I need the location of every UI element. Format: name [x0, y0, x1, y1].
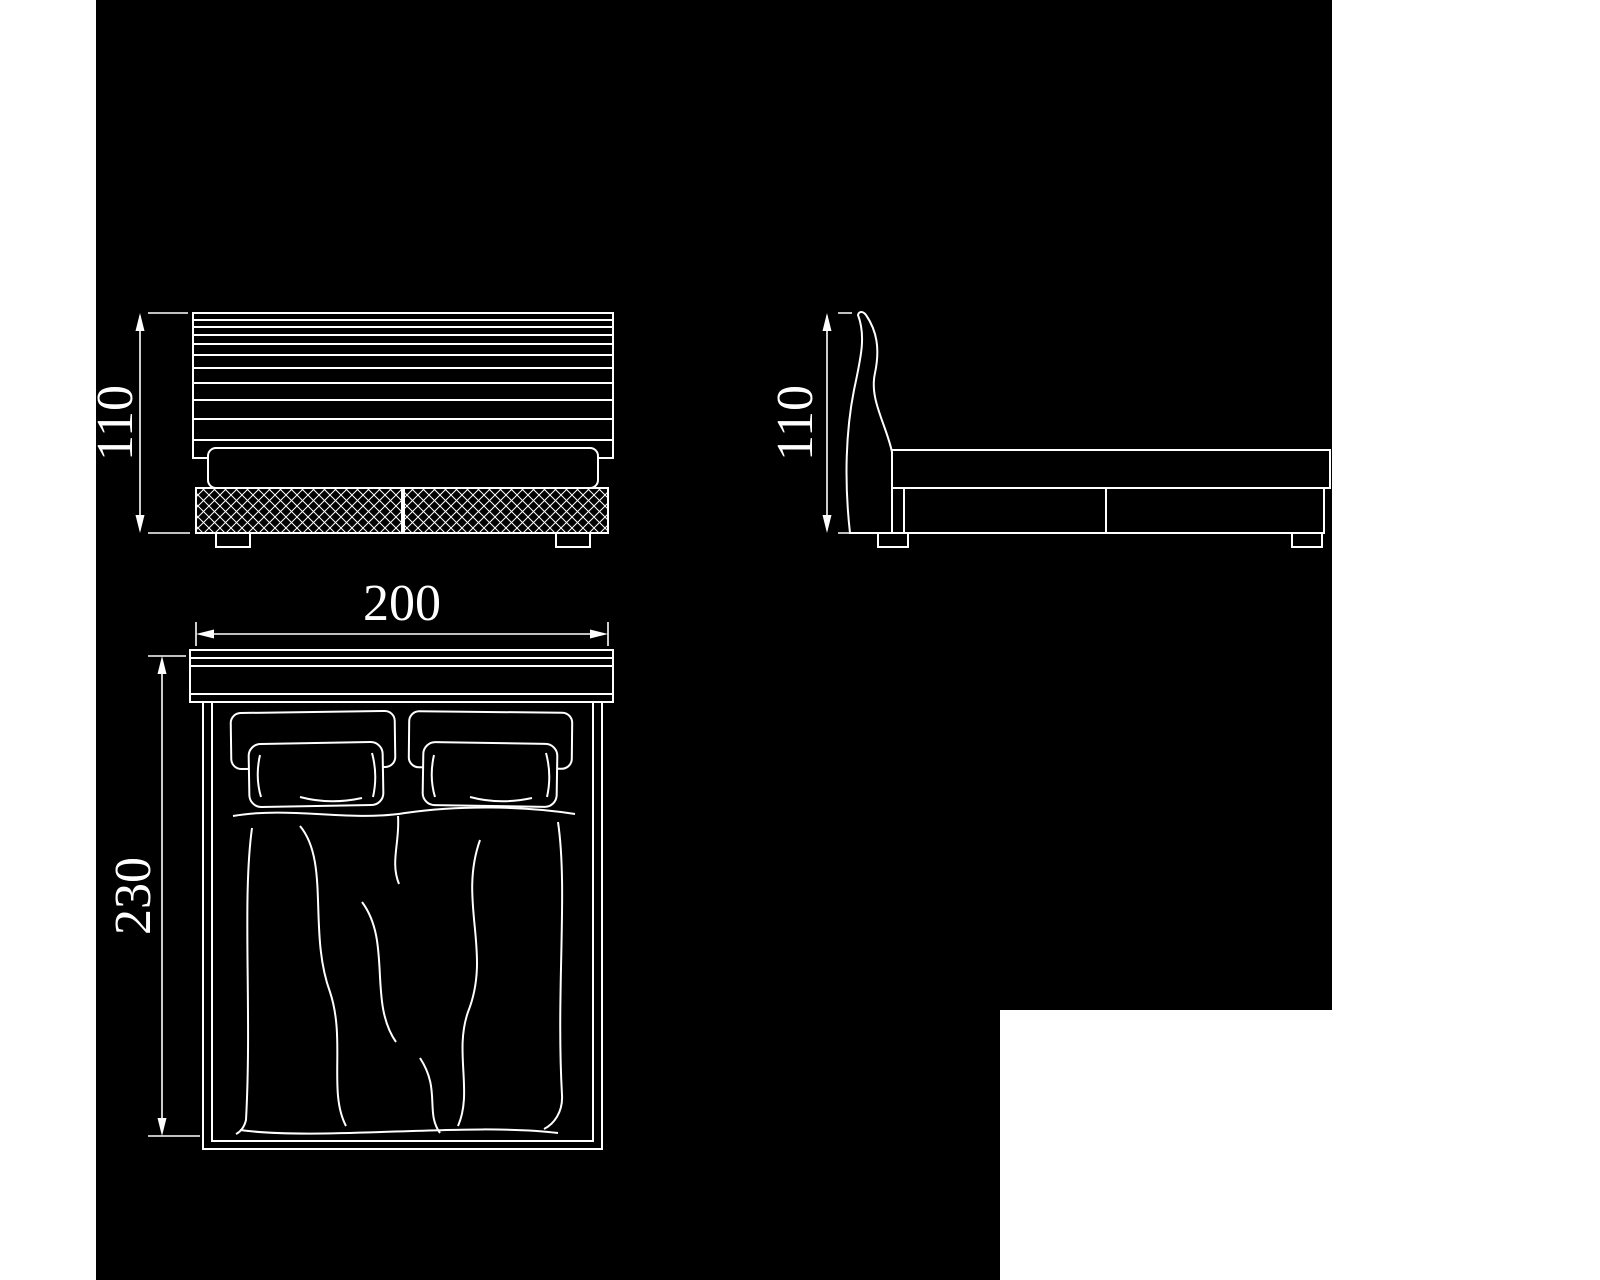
pillow-creases — [256, 752, 551, 803]
top-headboard-lines — [190, 657, 613, 695]
top-frame-inner — [211, 701, 594, 1142]
blanket — [232, 806, 576, 1135]
top-frame — [202, 701, 603, 1150]
blanket-fold-center-left — [299, 825, 347, 1127]
front-dim-arrow-up — [135, 313, 145, 331]
side-foot-right — [1291, 532, 1323, 548]
top-length-label: 230 — [105, 857, 162, 935]
top-width-dimension: 200 — [195, 575, 609, 646]
top-length-dimension: 230 — [105, 655, 200, 1137]
side-height-label: 110 — [767, 385, 824, 461]
length-dim-arrow-up — [157, 656, 167, 674]
pillow-front-right — [421, 741, 559, 808]
width-dim-arrow-left — [196, 629, 214, 639]
side-dim-arrow-down — [822, 515, 832, 533]
top-width-label: 200 — [363, 575, 441, 632]
front-foot-right — [555, 532, 591, 548]
side-height-dimension: 110 — [767, 312, 874, 534]
top-view — [189, 649, 614, 1150]
side-storage-box — [903, 488, 1325, 534]
front-dim-arrow-down — [135, 515, 145, 533]
front-headboard-slats — [193, 319, 613, 441]
blanket-fold-bottom — [419, 1057, 441, 1134]
side-dim-arrow-up — [822, 313, 832, 331]
width-dim-arrow-right — [590, 629, 608, 639]
front-dim-extension-lines — [148, 312, 190, 534]
blanket-fold-top-center — [394, 815, 400, 885]
front-foot-left — [215, 532, 251, 548]
side-top-rail — [892, 449, 1331, 489]
front-view — [192, 312, 614, 548]
blanket-fold-right — [543, 821, 564, 1130]
front-drawer-left — [195, 487, 403, 534]
front-drawer-right — [403, 487, 609, 534]
side-headboard — [845, 311, 893, 534]
blanket-top-edge — [232, 806, 576, 817]
length-dim-extension-lines — [148, 655, 200, 1137]
blanket-bottom-edge — [239, 1128, 559, 1135]
blanket-fold-middle — [361, 901, 397, 1043]
side-dim-extension-lines — [838, 312, 874, 534]
front-height-dimension: 110 — [87, 312, 190, 534]
side-view — [845, 311, 1331, 548]
front-mattress — [207, 447, 599, 489]
length-dim-arrow-down — [157, 1118, 167, 1136]
side-frame — [892, 449, 1331, 534]
front-height-label: 110 — [87, 385, 144, 461]
pillow-front-left — [247, 741, 385, 808]
pillows — [229, 709, 574, 808]
blanket-fold-center-right — [457, 839, 481, 1127]
side-foot-left — [877, 532, 909, 548]
